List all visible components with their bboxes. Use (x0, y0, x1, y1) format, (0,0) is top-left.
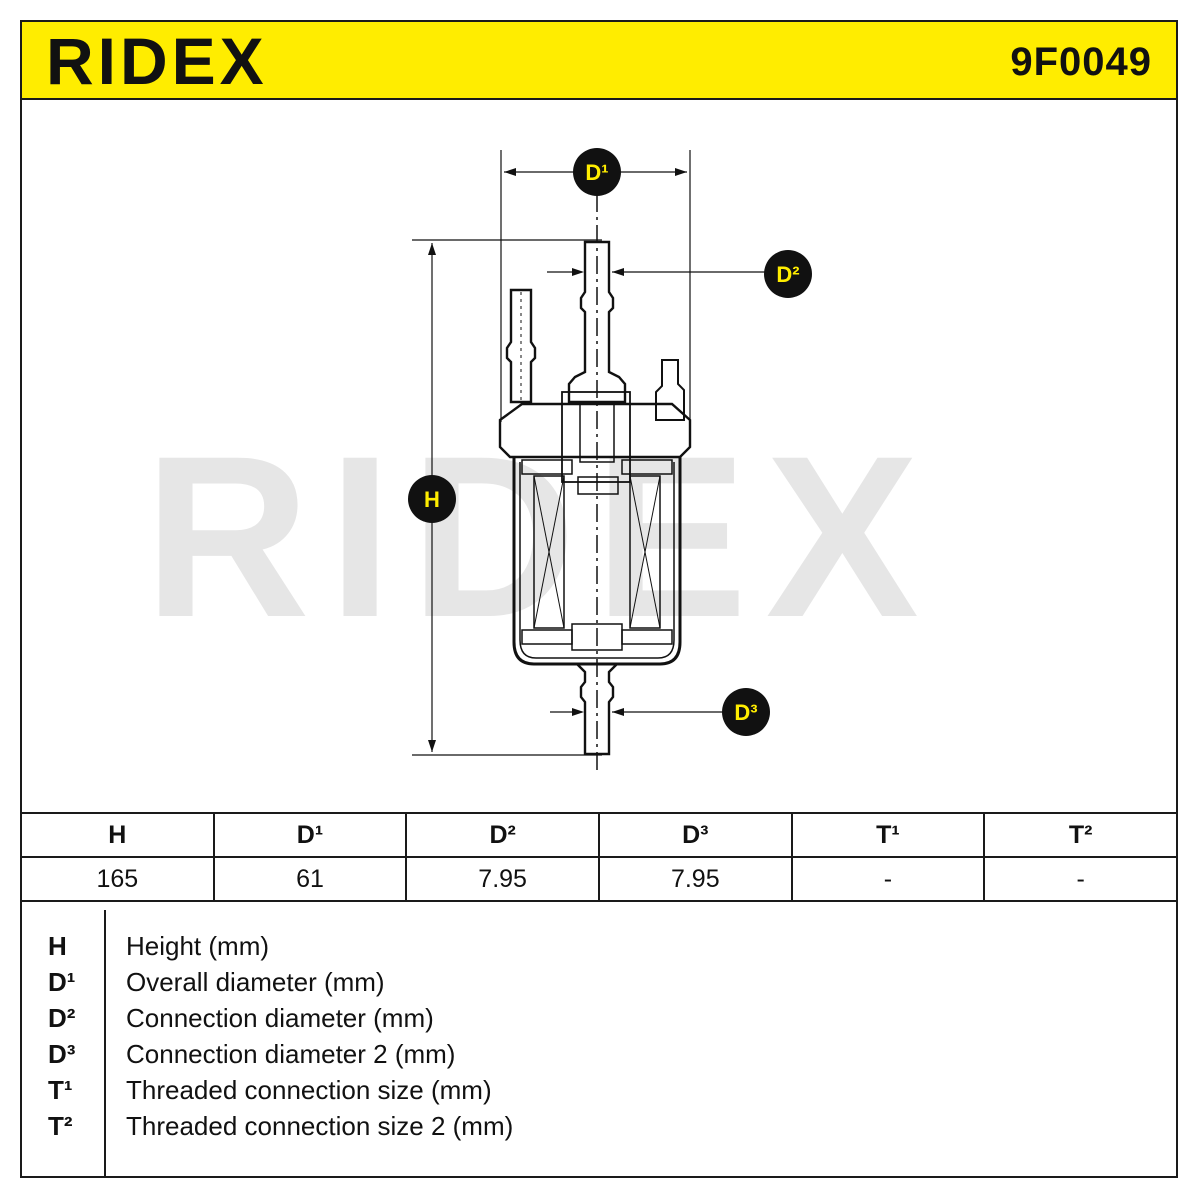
table-header-row: H D¹ D² D³ T¹ T² (20, 812, 1178, 858)
table-cell: 7.95 (405, 856, 600, 902)
part-number: 9F0049 (1010, 40, 1152, 84)
label-d3: D³ (734, 700, 757, 725)
legend-symbol: T¹ (48, 1075, 73, 1105)
legend-symbol: D² (48, 1003, 76, 1033)
legend-symbol: D³ (48, 1039, 76, 1069)
table-header-cell: H (20, 812, 215, 858)
label-d1: D¹ (585, 160, 608, 185)
table-header-cell: T¹ (790, 812, 986, 858)
table-header-cell: T² (983, 812, 1178, 858)
legend-symbol: T² (48, 1111, 73, 1141)
table-cell: 7.95 (597, 856, 793, 902)
label-h: H (424, 487, 440, 512)
legend: H Height (mm) D¹ Overall diameter (mm) D… (20, 910, 1178, 1178)
table-header-cell: D¹ (212, 812, 408, 858)
technical-drawing: RIDEX (22, 102, 1176, 812)
table-cell: 61 (212, 856, 408, 902)
table-header-cell: D³ (597, 812, 793, 858)
legend-divider (104, 910, 106, 1176)
header-bar: RIDEX 9F0049 (20, 20, 1178, 100)
table-row: 165 61 7.95 7.95 - - (20, 856, 1178, 902)
legend-text: Connection diameter (mm) (126, 1003, 434, 1033)
legend-text: Threaded connection size (mm) (126, 1075, 492, 1105)
legend-symbol: H (48, 931, 67, 961)
fuel-filter-drawing: D¹ D² H D³ (408, 148, 812, 772)
legend-symbol: D¹ (48, 967, 76, 997)
label-d2: D² (776, 262, 799, 287)
table-cell: - (983, 856, 1178, 902)
legend-text: Threaded connection size 2 (mm) (126, 1111, 514, 1141)
dimensions-table: H D¹ D² D³ T¹ T² 165 61 7.95 7.95 - - (20, 812, 1178, 902)
legend-text: Height (mm) (126, 931, 270, 961)
legend-text: Overall diameter (mm) (126, 967, 385, 997)
brand-logo: RIDEX (46, 24, 268, 98)
legend-text: Connection diameter 2 (mm) (126, 1039, 456, 1069)
table-header-cell: D² (405, 812, 600, 858)
table-cell: - (790, 856, 986, 902)
table-cell: 165 (20, 856, 215, 902)
